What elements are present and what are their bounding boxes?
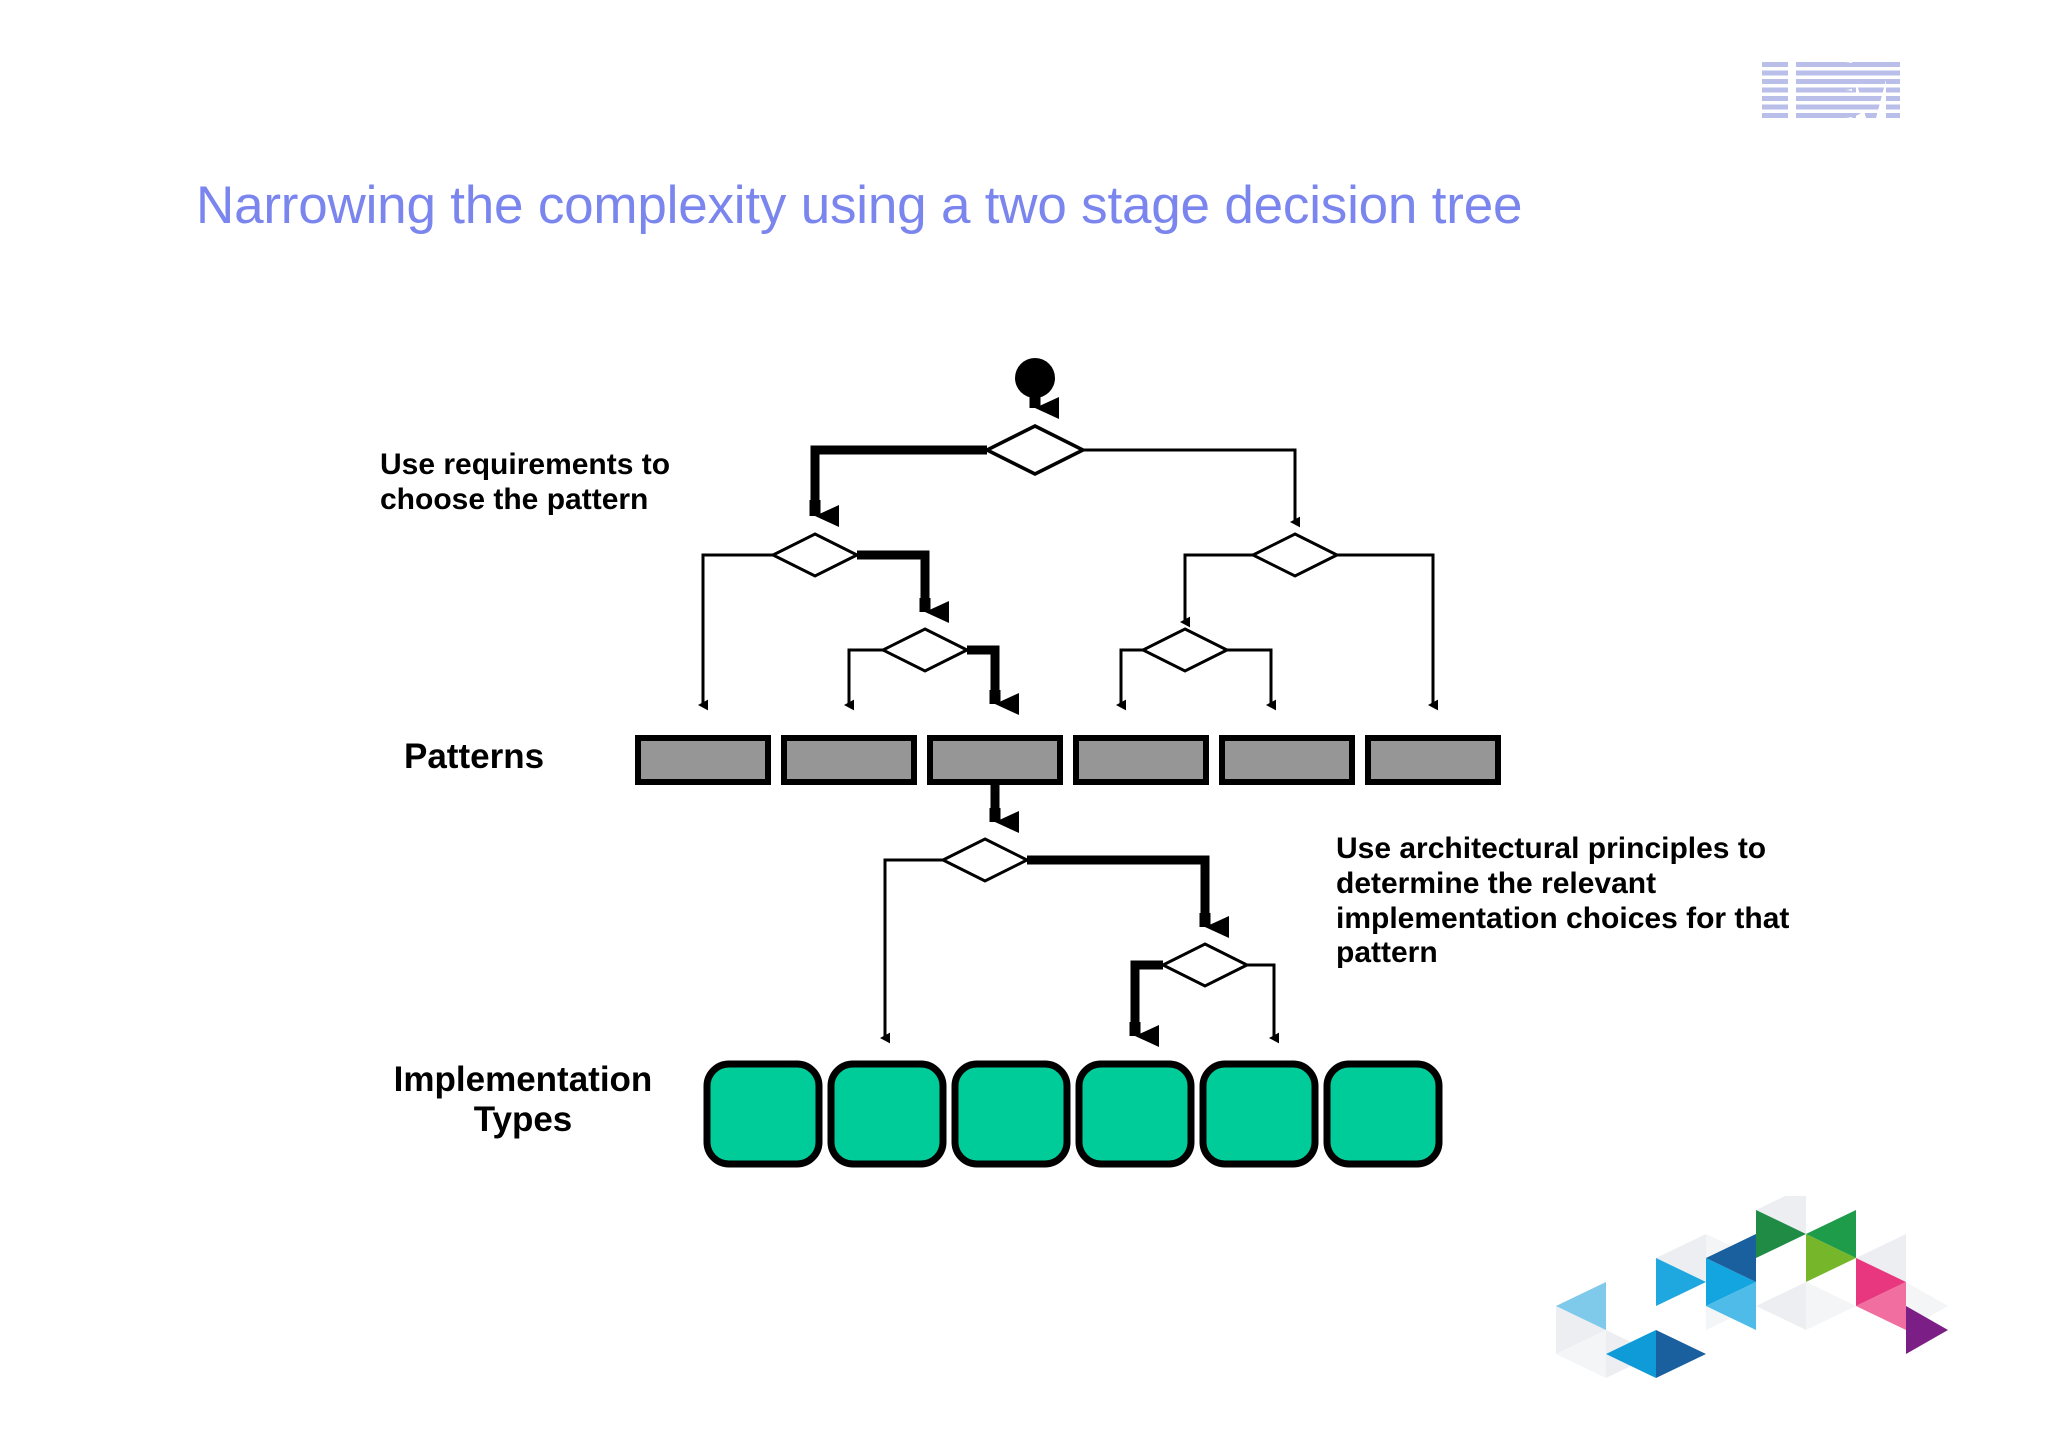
edge-left-to-left-inner	[857, 550, 930, 608]
implementation-box-5	[1199, 1060, 1319, 1168]
decision-node-impl	[939, 837, 1031, 883]
decision-node-left-inner	[879, 627, 971, 673]
pattern-box-3	[927, 735, 1063, 785]
edge-left-inner-to-pattern3	[967, 645, 1000, 700]
pattern-box-6	[1365, 735, 1501, 785]
edge-root-to-right	[1083, 448, 1300, 528]
pattern-box-5	[1219, 735, 1355, 785]
decision-node-root	[983, 424, 1087, 476]
patterns-row-label: Patterns	[404, 737, 545, 776]
edge-left-inner-to-pattern2	[844, 648, 883, 711]
implementation-box-1	[703, 1060, 823, 1168]
edge-right-inner-to-pattern5	[1227, 648, 1276, 711]
edge-impl-inner-to-implbox4	[1130, 960, 1163, 1032]
edge-left-to-pattern1	[698, 553, 773, 711]
use-architectural-principles-annotation: Use architectural principles to determin…	[1336, 832, 1790, 970]
page-title: Narrowing the complexity using a two sta…	[196, 176, 1523, 235]
ibm-mosaic-icon	[1556, 1196, 1948, 1396]
edge-impl-to-implbox1	[880, 858, 943, 1044]
use-requirements-annotation: Use requirements to choose the pattern	[380, 448, 671, 516]
pattern-box-1	[635, 735, 771, 785]
edge-right-to-pattern6	[1337, 553, 1438, 711]
implementation-box-3	[951, 1060, 1071, 1168]
decision-node-left	[769, 532, 861, 578]
decision-node-right-inner	[1139, 627, 1231, 673]
implementation-box-4	[1075, 1060, 1195, 1168]
edge-root-to-left	[810, 445, 987, 512]
pattern-box-4	[1073, 735, 1209, 785]
edge-impl-inner-to-implbox5	[1247, 963, 1279, 1044]
patterns-row	[635, 735, 1501, 785]
implementation-box-6	[1323, 1060, 1443, 1168]
pattern-box-2	[781, 735, 917, 785]
decision-node-impl-inner	[1159, 942, 1251, 988]
start-node	[1015, 358, 1055, 398]
edge-right-to-right-inner	[1180, 553, 1253, 628]
implementation-box-2	[827, 1060, 947, 1168]
edge-impl-to-impl-inner	[1027, 855, 1210, 923]
decision-node-right	[1249, 532, 1341, 578]
ibm-logo-icon	[1762, 62, 1900, 118]
implementation-types-row	[703, 1060, 1443, 1168]
implementation-types-row-label: Implementation Types	[393, 1060, 653, 1139]
edge-right-inner-to-pattern4	[1116, 648, 1143, 711]
